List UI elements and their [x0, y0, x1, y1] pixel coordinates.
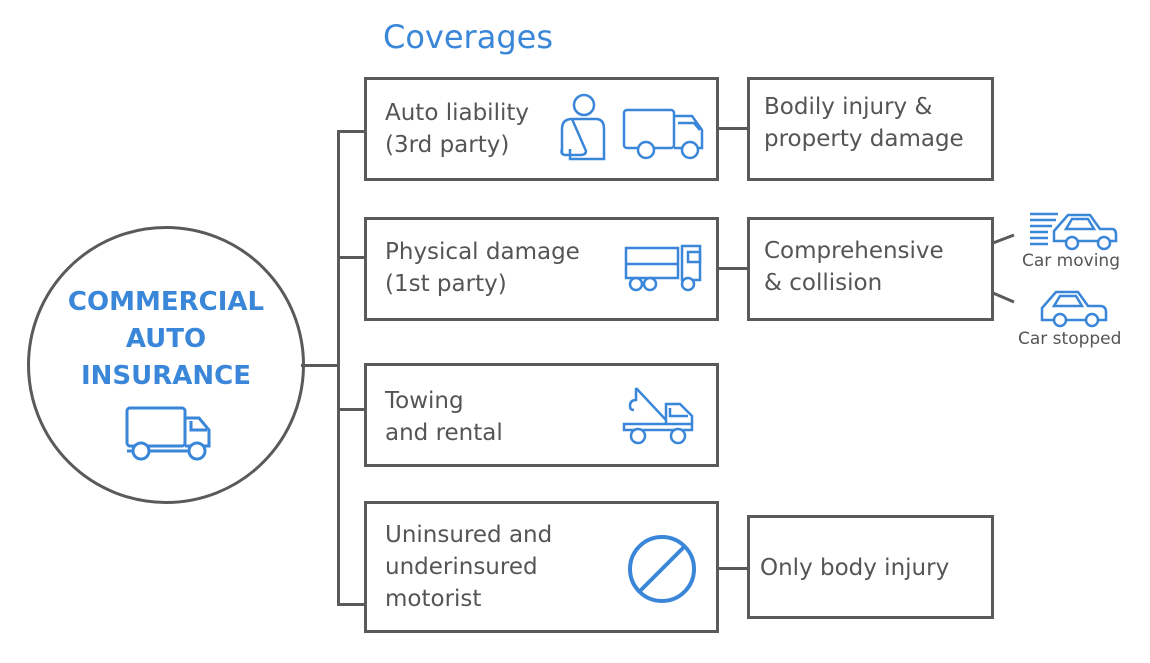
connector: [337, 130, 367, 133]
center-line: COMMERCIAL: [67, 287, 265, 317]
car-stopped-icon: [1040, 290, 1108, 328]
connector: [716, 267, 750, 270]
truck-icon: [125, 406, 211, 461]
detail-label: Bodily injury & property damage: [764, 91, 964, 155]
label-line: Only body injury: [760, 555, 950, 581]
label-line: motorist: [385, 586, 482, 612]
detail-label: Comprehensive & collision: [764, 235, 944, 299]
label-line: Comprehensive: [764, 238, 944, 264]
connector: [716, 567, 750, 570]
detail-box-bodily-injury: [747, 77, 994, 181]
center-label: COMMERCIAL AUTO INSURANCE: [27, 284, 305, 395]
label-line: Bodily injury &: [764, 94, 933, 120]
coverage-box-physical-damage: [364, 217, 719, 321]
coverage-label: Uninsured and underinsured motorist: [385, 519, 552, 615]
label-line: Auto liability: [385, 100, 529, 126]
center-circle: [27, 226, 305, 504]
connector-trunk: [337, 130, 340, 606]
label-line: Uninsured and: [385, 522, 553, 548]
coverage-box-uninsured-motorist: [364, 501, 719, 633]
coverage-box-auto-liability: [364, 77, 719, 181]
center-line: INSURANCE: [80, 361, 251, 391]
label-line: (3rd party): [385, 132, 510, 158]
coverage-label: Towing and rental: [385, 385, 503, 449]
tow-truck-icon: [622, 387, 694, 445]
semi-truck-icon: [624, 244, 702, 292]
car-stopped-caption: Car stopped: [1018, 329, 1122, 349]
coverage-label: Auto liability (3rd party): [385, 97, 529, 161]
detail-box-body-injury: [747, 515, 994, 619]
connector: [301, 364, 339, 367]
truck-icon: [622, 108, 704, 160]
label-line: and rental: [385, 420, 503, 446]
label-line: underinsured: [385, 554, 538, 580]
car-moving-caption: Car moving: [1022, 251, 1120, 271]
detail-label: Only body injury: [760, 552, 949, 584]
car-moving-icon: [1030, 212, 1118, 251]
connector: [716, 127, 750, 130]
label-line: (1st party): [385, 271, 507, 297]
center-line: AUTO: [125, 324, 207, 354]
label-line: property damage: [764, 126, 964, 152]
connector: [337, 603, 367, 606]
connector: [337, 256, 367, 259]
connector: [337, 408, 367, 411]
label-line: & collision: [764, 270, 883, 296]
prohibited-icon: [628, 535, 696, 603]
label-line: Physical damage: [385, 239, 580, 265]
injured-person-icon: [560, 93, 606, 161]
coverage-label: Physical damage (1st party): [385, 236, 580, 300]
detail-box-comprehensive: [747, 217, 994, 321]
label-line: Towing: [385, 388, 464, 414]
diagram-title: Coverages: [383, 18, 553, 56]
